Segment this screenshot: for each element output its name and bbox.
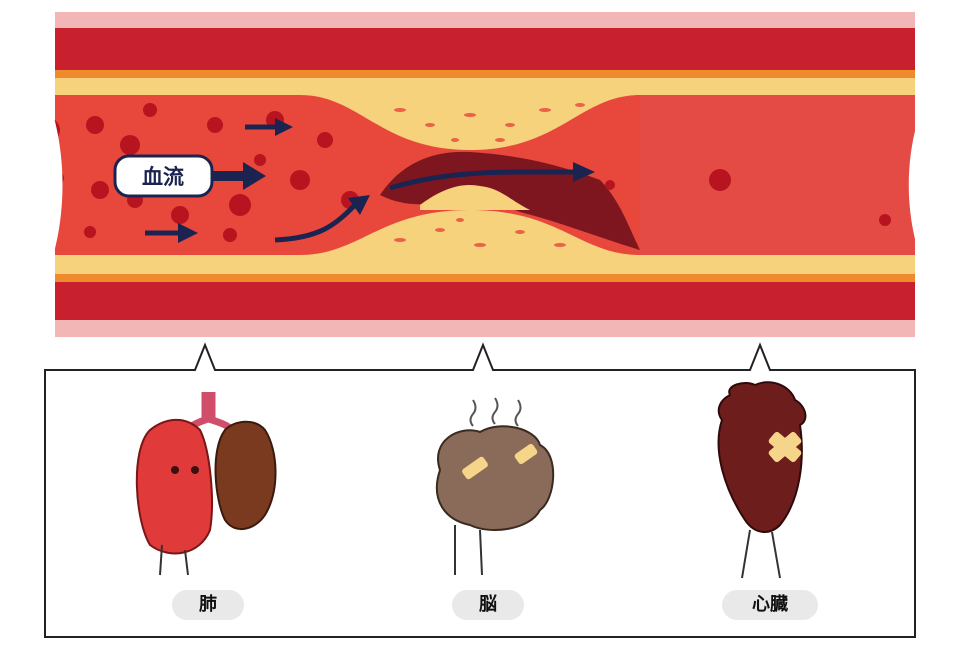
plaque-fat-bump <box>420 184 530 210</box>
organ-label-brain: 脳 <box>452 590 524 620</box>
brain-illustration <box>435 397 555 576</box>
fat-flecks <box>394 103 585 247</box>
blood-flow-text: 血流 <box>142 165 184 189</box>
organ-label-heart: 心臓 <box>722 590 818 620</box>
organ-label-lung: 肺 <box>172 590 244 620</box>
lung-illustration <box>135 392 277 576</box>
vessel-right-opening <box>908 80 945 290</box>
blood-flow-label: 血流 <box>113 154 214 198</box>
vessel-left-opening <box>30 80 63 290</box>
heart-illustration <box>717 381 807 579</box>
flow-arrows <box>145 118 595 243</box>
blood-vessel: 血流 <box>30 12 945 337</box>
lumen-right <box>640 95 915 255</box>
